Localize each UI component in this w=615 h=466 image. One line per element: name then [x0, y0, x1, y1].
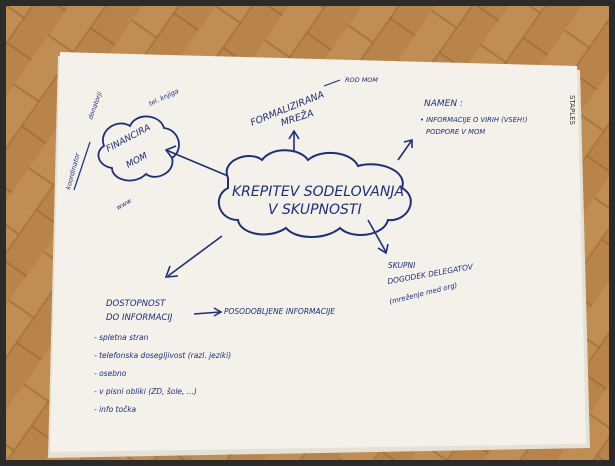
namen-title: NAMEN : [424, 99, 463, 109]
dostopnost-line1: DOSTOPNOST [106, 299, 166, 309]
info-item-1: - spletna stran [94, 333, 149, 342]
posodobljene-label: POSODOBLJENE INFORMACIJE [224, 307, 335, 316]
arrow-to-rod-mom [323, 79, 341, 87]
arrowhead-financira [164, 145, 177, 159]
info-item-2: - telefonska dosegljivost (razl. jeziki) [94, 351, 231, 360]
arrow-to-posodobljene [193, 311, 221, 315]
arrow-to-financira [165, 149, 229, 177]
info-item-4: - v pisni obliki (ZD, šole, ...) [94, 387, 197, 396]
arrowhead-dostopnost [164, 265, 179, 278]
info-item-5: - info točka [94, 405, 137, 414]
namen-line1: • INFORMACIJE O VIRIH (VSEH!) [420, 116, 528, 124]
center-line1: KREPITEV SODELOVANJA [232, 184, 404, 200]
arrowhead-skupni [377, 243, 389, 255]
dostopnost-line2: DO INFORMACIJ [106, 313, 173, 323]
rod-mom-label: ROD MOM [345, 76, 378, 84]
arrowhead-posodobljene [213, 307, 223, 317]
info-item-3: - osebno [94, 369, 127, 378]
namen-line2: PODPORE V MOM [426, 128, 485, 136]
arrowhead-formalizirana [288, 129, 300, 140]
arrow-to-namen [397, 139, 413, 161]
arrow-to-dostopnost [167, 235, 223, 277]
flipchart-paper [50, 52, 586, 452]
brand-label: STAPLES [568, 95, 576, 126]
center-cloud [217, 149, 412, 238]
center-line2: V SKUPNOSTI [268, 202, 362, 218]
underline-koordinator [73, 141, 91, 191]
arrowhead-namen [403, 138, 413, 148]
arrow-to-skupni [367, 219, 387, 253]
skupni-line1: SKUPNI [388, 261, 416, 270]
